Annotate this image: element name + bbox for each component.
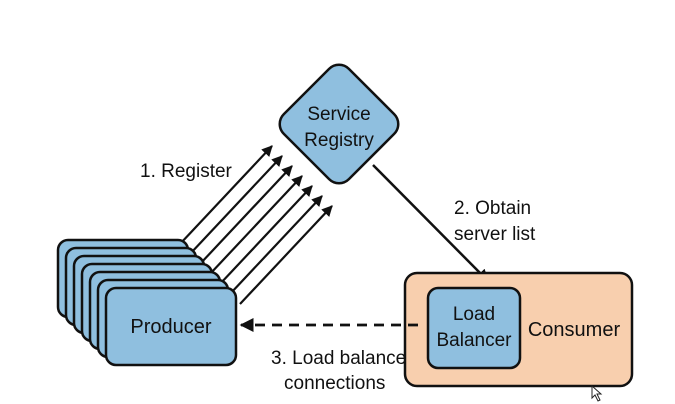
register-arrow: [209, 175, 303, 275]
register-arrow: [189, 155, 283, 255]
register-arrows: [179, 145, 333, 305]
producer-label: Producer: [130, 316, 211, 338]
register-arrow: [239, 205, 333, 305]
step-obtain-label-line2: server list: [454, 224, 536, 245]
load-balancer-node: [426, 286, 522, 370]
register-arrow: [199, 165, 293, 265]
obtain-server-list-arrow: [372, 164, 489, 282]
load-balancer-label-line1: Load: [453, 304, 495, 325]
producer-stack: [56, 238, 238, 367]
service-registry-label-line2: Registry: [304, 130, 374, 151]
service-registry-node: [278, 63, 400, 185]
register-arrow: [229, 195, 323, 295]
mouse-cursor-icon: [591, 384, 603, 402]
step-balance-label-line2: connections: [284, 373, 385, 394]
consumer-label: Consumer: [528, 319, 621, 341]
step-register-label: 1. Register: [140, 161, 233, 182]
producer-node: [104, 286, 238, 367]
step-balance-label-line1: 3. Load balance: [271, 348, 406, 369]
service-registry-label-line1: Service: [307, 104, 370, 125]
step-obtain-label-line1: 2. Obtain: [454, 198, 531, 219]
register-arrow: [179, 145, 273, 245]
register-arrow: [219, 185, 313, 285]
load-balancer-label-line2: Balancer: [437, 330, 513, 351]
